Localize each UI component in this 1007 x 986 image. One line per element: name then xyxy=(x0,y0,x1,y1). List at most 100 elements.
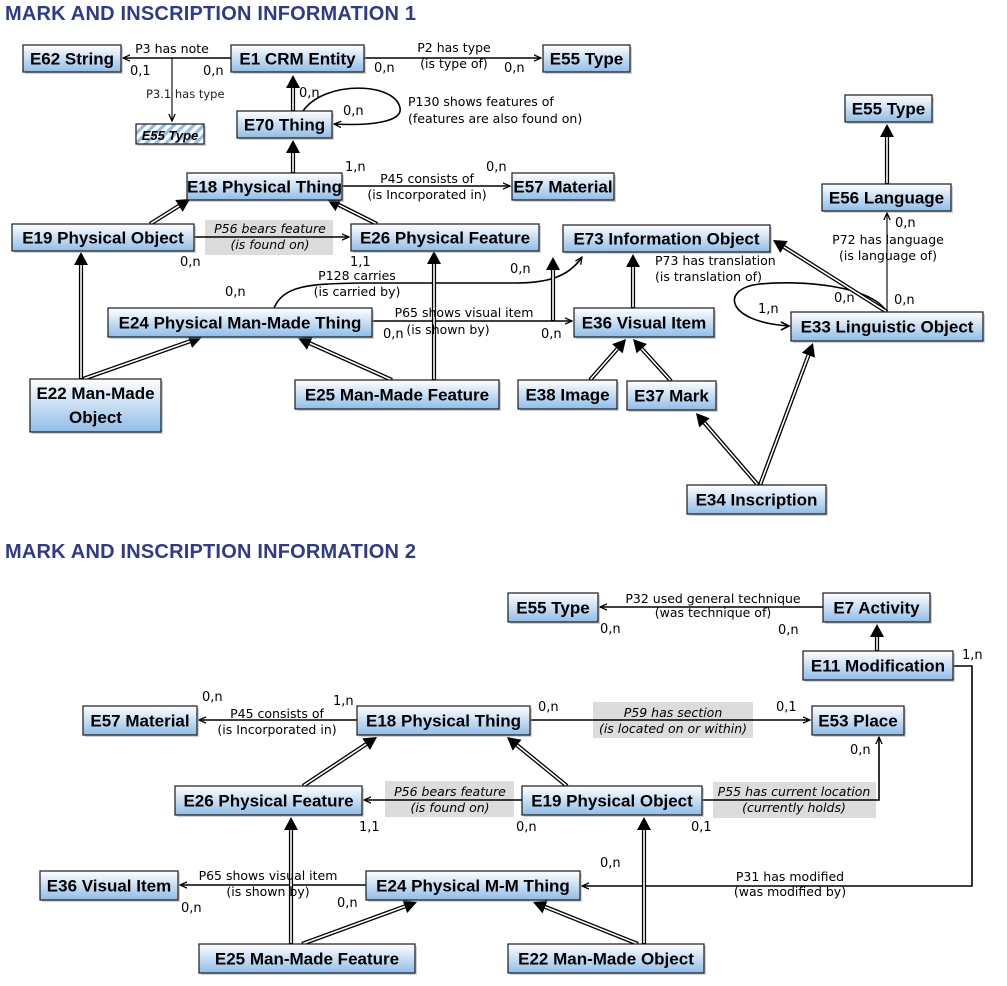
node-label: E19 Physical Object xyxy=(22,229,184,248)
isa-line-inner xyxy=(781,245,887,313)
node-box xyxy=(365,870,581,901)
entity-node: E34 Inscription xyxy=(686,484,828,516)
isa-arrow xyxy=(286,140,300,173)
node-box xyxy=(822,592,931,623)
isa-arrowhead xyxy=(286,75,300,88)
entity-node: E56 Language xyxy=(821,183,953,213)
entity-node: E26 Physical Feature xyxy=(350,223,541,253)
isa-arrowhead xyxy=(696,413,710,428)
property-label: P31 has modified xyxy=(736,869,844,884)
isa-arrow xyxy=(148,199,190,226)
entity-node: E55 Type xyxy=(844,94,934,124)
isa-line-inner xyxy=(303,742,369,787)
isa-arrowhead xyxy=(880,124,894,137)
property-label: (was modified by) xyxy=(734,884,846,899)
property-label: (was technique of) xyxy=(655,605,771,620)
isa-arrowhead xyxy=(546,257,560,270)
entity-node: E53 Place xyxy=(811,705,906,737)
node-label: E55 Type xyxy=(142,128,199,143)
cardinality: 0,n xyxy=(343,104,364,119)
entity-node: E73 Information Object xyxy=(562,224,772,254)
isa-arrowhead xyxy=(187,334,202,348)
isa-line-inner xyxy=(639,346,671,381)
p55-arrow xyxy=(702,737,879,801)
node-label: E73 Information Object xyxy=(573,230,759,249)
property-label: (is carried by) xyxy=(314,284,401,299)
node-box xyxy=(236,110,333,139)
isa-line-inner xyxy=(302,905,407,945)
cardinality: 0,n xyxy=(383,327,404,342)
entity-node: E55 Type xyxy=(507,592,600,624)
node-label: E38 Image xyxy=(525,386,609,405)
cardinality: 0,1 xyxy=(776,700,797,715)
isa-arrowhead xyxy=(74,252,88,265)
property-label: P65 shows visual item xyxy=(199,868,338,883)
property-label: (currently holds) xyxy=(742,800,846,815)
node-label: E56 Language xyxy=(829,189,944,208)
property-label: (is located on or within) xyxy=(599,721,747,736)
isa-arrow xyxy=(507,737,569,788)
isa-arrowhead xyxy=(633,339,647,354)
node-box xyxy=(11,223,195,252)
entity-node: E18 Physical Thing xyxy=(356,705,532,737)
entity-node: E22 Man-Made Object xyxy=(507,943,706,975)
node-label: E33 Linguistic Object xyxy=(801,318,974,337)
property-label: P3 has note xyxy=(135,41,209,56)
isa-arrowhead xyxy=(801,343,816,358)
node-label: E36 Visual Item xyxy=(582,314,706,333)
node-label: E1 CRM Entity xyxy=(239,50,356,69)
isa-arrow xyxy=(880,124,894,184)
cardinality: 0,n xyxy=(894,293,915,308)
isa-arrowhead xyxy=(286,140,300,153)
isa-arrowhead xyxy=(870,624,884,637)
entity-node: E25 Man-Made Feature xyxy=(198,943,417,975)
cardinality: 0,n xyxy=(299,86,320,101)
entity-node: E36 Visual Item xyxy=(573,307,716,339)
node-label: E36 Visual Item xyxy=(47,877,171,896)
node-label: E7 Activity xyxy=(833,599,920,618)
cardinality: 0,n xyxy=(850,743,871,758)
isa-arrow xyxy=(82,334,202,381)
isa-arrowhead xyxy=(175,199,190,212)
p128-arrow xyxy=(273,257,582,309)
cardinality: 0,n xyxy=(203,64,224,79)
isa-arrow xyxy=(286,75,300,111)
entity-node: E24 Physical M-M Thing xyxy=(365,870,582,902)
isa-arrowhead xyxy=(637,817,651,830)
cardinality: 0,n xyxy=(181,901,202,916)
p31-arrow xyxy=(582,665,973,886)
node-label: E22 Man-Made xyxy=(36,384,154,403)
isa-line-inner xyxy=(307,341,392,381)
entity-node: E25 Man-Made Feature xyxy=(294,379,501,411)
isa-arrow xyxy=(633,339,673,383)
node-box xyxy=(107,307,373,338)
node-label: E25 Man-Made Feature xyxy=(215,950,399,969)
isa-arrowhead xyxy=(507,737,522,751)
p73-arrowhead xyxy=(780,321,791,331)
isa-arrow xyxy=(301,899,417,946)
cardinality: 0,n xyxy=(516,820,537,835)
cardinality: 0,1 xyxy=(130,64,151,79)
entity-node: E18 Physical Thing xyxy=(186,172,344,202)
cardinality: 0,n xyxy=(778,623,799,638)
node-box xyxy=(686,484,827,515)
property-label: (is found on) xyxy=(410,800,489,815)
node-box xyxy=(507,592,599,623)
entity-node: E55 Type xyxy=(542,44,632,74)
node-box xyxy=(82,705,198,736)
isa-arrow xyxy=(637,817,651,944)
entity-node: E70 Thing xyxy=(236,110,334,140)
isa-arrowhead xyxy=(327,198,342,212)
node-box xyxy=(542,44,631,73)
property-label: P73 has translation xyxy=(655,253,776,268)
cardinality: 0,n xyxy=(504,61,525,76)
node-label-line2: Object xyxy=(69,408,122,427)
isa-arrow xyxy=(696,413,760,487)
cardinality: 0,n xyxy=(374,61,395,76)
node-label: E34 Inscription xyxy=(696,491,818,510)
cardinality: 0,n xyxy=(337,896,358,911)
isa-arrow xyxy=(626,254,640,308)
isa-arrow xyxy=(533,900,639,946)
property-label: P45 consists of xyxy=(230,706,324,721)
